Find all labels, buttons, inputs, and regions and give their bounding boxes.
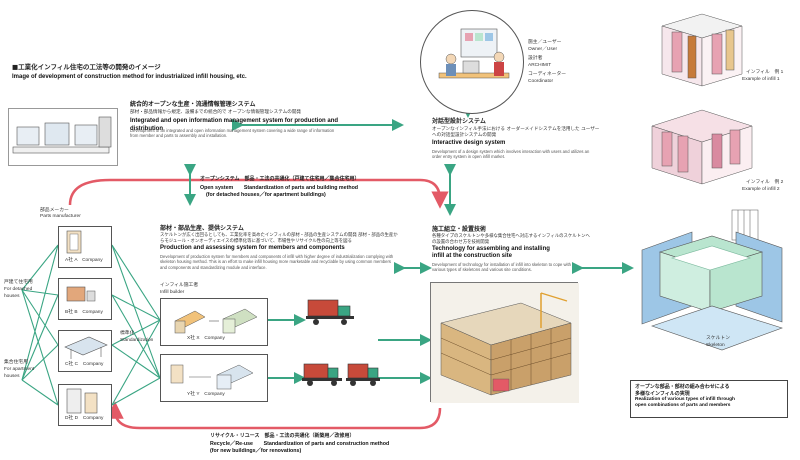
skeleton-label-en: Skeleton <box>706 343 725 348</box>
parts-maker-label-jp: 部品メーカー <box>40 208 69 213</box>
company-box-b: B社 B Company <box>58 278 112 320</box>
infill-example-2-jp: インフィル 例 2 <box>746 180 784 185</box>
builder-x-label: X社 X Company <box>187 336 225 341</box>
company-c-label: C社 C Company <box>65 362 104 367</box>
coordinator-label-jp: コーディネーター <box>528 72 567 77</box>
parts-maker-label-en: Parts manufacturer <box>40 214 81 219</box>
infill-example-1-jp: インフィル 例 1 <box>746 70 784 75</box>
architect-label-en: ARCHIMIT <box>528 63 552 68</box>
apartment-label-en2: houses <box>4 374 20 379</box>
assembly-tech-title-en: Technology for assembling and installing <box>432 246 550 252</box>
company-box-c: C社 C Company <box>58 330 112 372</box>
recycle-subtitle-en: (for new buildings／for renovations) <box>210 448 302 454</box>
company-box-a: A社 A Company <box>58 226 112 268</box>
coordinator-illustration <box>420 10 524 114</box>
infill-example-2-en: Example of infill 2 <box>742 187 780 192</box>
production-system-title-jp: 部材・部品生産、提供システム <box>160 225 244 232</box>
info-system-title-jp: 統合的オープンな生産・流通情報管理システム <box>130 101 256 108</box>
open-system-subtitle-en: (for detached houses／for apartment build… <box>206 192 326 198</box>
production-system-desc: Development of production system for mem… <box>160 254 394 270</box>
builder-box-y: Y社 Y Company <box>160 354 268 402</box>
diagram-title-en: Image of development of construction met… <box>12 74 247 80</box>
assembly-tech-sub-jp: 各種タイプのスケルトンや多様な集合住宅へ対応するインフィルのスケルトンへの設置の… <box>432 234 590 245</box>
detached-label-jp: 戸建て住宅用 <box>4 280 33 285</box>
assembly-tech-title-jp: 施工組立・設置技術 <box>432 226 487 233</box>
info-system-desc: Development of an integrated and open in… <box>130 128 335 139</box>
infill-example-1-en: Example of infill 1 <box>742 77 780 82</box>
detached-label-en: For detached <box>4 287 33 292</box>
company-a-label: A社 A Company <box>65 258 103 263</box>
apartment-label-en: For apartment <box>4 367 35 372</box>
realization-title-en-2: open combinations of parts and members <box>635 403 731 409</box>
company-b-label: B社 B Company <box>65 310 103 315</box>
truck-icon <box>302 363 342 386</box>
standardization-label-en: Standardization <box>120 338 154 343</box>
infill-exploded-diagram <box>641 13 783 351</box>
diagram-title-jp: ■工業化インフィル住宅の工法等の開発のイメージ <box>12 63 161 71</box>
design-system-desc: Development of a design system which inv… <box>432 149 590 160</box>
standardization-label-jp: 標準化 <box>120 331 135 336</box>
info-system-sub-jp: 部材・部品情報から規定、設備までの統合的で オープンな情報管理システムの開発 <box>130 110 302 115</box>
open-system-title-en: Open system Standardization of parts and… <box>200 185 359 191</box>
owner-label-en: Owner／User <box>528 47 558 52</box>
realization-title-en-1: Realization of various types of infill t… <box>635 397 735 402</box>
production-system-sub-jp: スケルトンが広く出回るとしても、工業化率を高めたインフィルの部材・部品の生産シス… <box>160 233 398 244</box>
office-illustration <box>8 108 118 166</box>
builder-box-x: X社 X Company <box>160 298 268 346</box>
design-system-sub-jp: オープンなインフィル手法における オーダーメイドシステムを活用した ユーザーへの… <box>432 127 600 138</box>
assembly-tech-subtitle-en: infill at the construction site <box>432 253 513 259</box>
realization-title-jp-2: 多様なインフィルの実現 <box>635 390 690 397</box>
company-d-label: D社 D Company <box>65 416 104 421</box>
realization-title-jp-1: オープンな部品・部材の組み合わせによる <box>635 384 730 390</box>
truck-icon <box>346 363 380 386</box>
design-system-title-en: Interactive design system <box>432 140 506 146</box>
open-system-title-jp: オープンシステム 部品・工法の共通化（戸建て住宅用／集合住宅用） <box>200 176 360 182</box>
design-system-title-jp: 対話型設計システム <box>432 118 486 125</box>
truck-icon <box>306 299 354 325</box>
info-system-title-en: Integrated and open information manageme… <box>130 118 339 132</box>
recycle-title-en: Recycle／Re-use Standardization of parts … <box>210 441 390 447</box>
apartment-label-jp: 集合住宅用 <box>4 360 28 365</box>
builder-y-label: Y社 Y Company <box>187 392 225 397</box>
building-construction-illustration <box>430 282 579 403</box>
company-box-d: D社 D Company <box>58 384 112 426</box>
recycle-title-jp: リサイクル・リユース 部品・工法の共通化（新築用／改修用） <box>210 433 355 439</box>
skeleton-label-jp: スケルトン <box>706 336 730 341</box>
assembly-tech-desc: Development of technology for installati… <box>432 262 571 273</box>
realization-box: オープンな部品・部材の組み合わせによる 多様なインフィルの実現 Realizat… <box>630 380 788 418</box>
owner-label-jp: 施主／ユーザー <box>528 40 562 45</box>
architect-label-jp: 設計者 <box>528 56 543 61</box>
detached-label-en2: houses <box>4 294 20 299</box>
coordinator-label-en: Coordinator <box>528 79 554 84</box>
infill-builder-label-jp: インフィル施工者 <box>160 283 199 288</box>
production-system-title-en: Production and assessing system for memb… <box>160 245 345 251</box>
infill-builder-label-en: Infill builder <box>160 290 185 295</box>
